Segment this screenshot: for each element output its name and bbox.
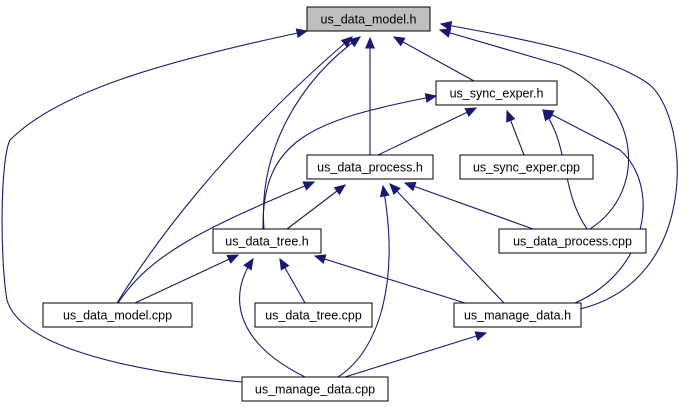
edge-manage-cpp-to-model-h xyxy=(1,30,308,383)
arrowhead-model-cpp-to-tree-h xyxy=(226,254,240,264)
node-us-manage-data-cpp[interactable]: us_manage_data.cpp xyxy=(241,376,389,402)
node-us-manage-data-h[interactable]: us_manage_data.h xyxy=(453,302,582,328)
node-us-data-tree-h-box xyxy=(212,228,322,254)
node-us-sync-exper-cpp[interactable]: us_sync_exper.cpp xyxy=(459,154,594,180)
edge-tree-h-to-sync-h xyxy=(262,95,437,230)
edge-process-h-to-sync-h xyxy=(377,107,477,156)
arrowhead-sync-h-to-model-h xyxy=(392,36,406,47)
edge-manage-cpp-to-process-h xyxy=(337,185,390,378)
node-us-data-model-cpp-label: us_data_model.cpp xyxy=(63,309,172,323)
edge-manage-h-to-tree-h xyxy=(314,255,466,304)
node-us-data-model-h-box xyxy=(306,6,431,32)
arrowhead-process-h-to-model-h xyxy=(365,36,375,49)
arrowhead-manage-cpp-to-model-h xyxy=(295,28,309,39)
edge-manage-h-to-sync-h xyxy=(542,109,644,304)
node-us-manage-data-h-label: us_manage_data.h xyxy=(464,309,571,323)
node-us-manage-data-h-box xyxy=(453,302,582,328)
node-us-sync-exper-h[interactable]: us_sync_exper.h xyxy=(435,80,558,106)
edge-model-cpp-to-process-h xyxy=(117,181,315,304)
arrowhead-layer xyxy=(226,20,555,341)
arrowhead-manage-h-to-process-h xyxy=(389,183,401,196)
edge-proc-cpp-to-model-h xyxy=(439,29,630,230)
node-us-data-tree-cpp[interactable]: us_data_tree.cpp xyxy=(254,302,373,328)
arrowhead-tree-cpp-to-tree-h xyxy=(279,257,290,271)
arrowhead-manage-cpp-to-manage-h xyxy=(474,331,488,341)
node-us-sync-exper-cpp-label: us_sync_exper.cpp xyxy=(473,161,580,175)
node-us-sync-exper-h-box xyxy=(435,80,558,106)
node-us-data-process-cpp-box xyxy=(498,228,647,254)
edge-manage-cpp-to-tree-h xyxy=(239,258,306,378)
node-us-manage-data-cpp-box xyxy=(241,376,389,402)
edge-manage-h-to-model-h xyxy=(440,23,678,310)
arrowhead-manage-h-to-model-h xyxy=(439,20,453,31)
edge-manage-cpp-to-manage-h xyxy=(344,332,487,378)
node-us-data-process-cpp-label: us_data_process.cpp xyxy=(513,235,632,249)
node-us-data-process-cpp[interactable]: us_data_process.cpp xyxy=(498,228,647,254)
node-us-data-model-h-label: us_data_model.h xyxy=(321,13,417,27)
edge-layer xyxy=(1,23,678,383)
node-us-data-process-h-label: us_data_process.h xyxy=(317,161,423,175)
node-us-data-model-cpp-box xyxy=(42,302,193,328)
arrowhead-model-cpp-to-model-h xyxy=(340,36,353,48)
edge-model-cpp-to-tree-h xyxy=(134,254,239,304)
arrowhead-sync-cpp-to-sync-h xyxy=(506,109,516,123)
edge-model-cpp-to-model-h xyxy=(116,36,353,304)
node-us-data-model-h[interactable]: us_data_model.h xyxy=(306,6,431,32)
node-us-data-model-cpp[interactable]: us_data_model.cpp xyxy=(42,302,193,328)
arrowhead-manage-cpp-to-process-h xyxy=(379,184,390,198)
edge-manage-h-to-process-h xyxy=(389,183,505,304)
node-us-manage-data-cpp-label: us_manage_data.cpp xyxy=(255,383,375,397)
node-us-data-process-h[interactable]: us_data_process.h xyxy=(306,154,434,180)
node-us-data-tree-cpp-label: us_data_tree.cpp xyxy=(265,309,362,323)
edge-sync-h-to-model-h xyxy=(393,36,475,82)
arrowhead-model-cpp-to-process-h xyxy=(302,181,316,191)
arrowhead-tree-h-to-model-h xyxy=(348,36,362,48)
node-us-data-tree-h[interactable]: us_data_tree.h xyxy=(212,228,322,254)
arrowhead-manage-cpp-to-tree-h xyxy=(243,257,254,271)
node-us-data-tree-cpp-box xyxy=(254,302,373,328)
arrowhead-tree-h-to-process-h xyxy=(333,184,347,196)
arrowhead-tree-h-to-sync-h xyxy=(424,93,438,103)
node-us-data-process-h-box xyxy=(306,154,434,180)
arrowhead-manage-h-to-tree-h xyxy=(313,254,327,264)
arrowhead-process-h-to-sync-h xyxy=(464,107,478,118)
arrowhead-manage-h-to-sync-h xyxy=(541,109,555,120)
edge-tree-h-to-model-h xyxy=(262,36,361,230)
arrowhead-proc-cpp-to-model-h xyxy=(438,28,452,38)
arrowhead-proc-cpp-to-process-h xyxy=(403,181,417,192)
node-us-sync-exper-cpp-box xyxy=(459,154,594,180)
node-us-sync-exper-h-label: us_sync_exper.h xyxy=(450,87,544,101)
edge-tree-h-to-process-h xyxy=(286,184,346,230)
node-us-data-tree-h-label: us_data_tree.h xyxy=(225,235,308,249)
edge-proc-cpp-to-process-h xyxy=(404,182,534,230)
